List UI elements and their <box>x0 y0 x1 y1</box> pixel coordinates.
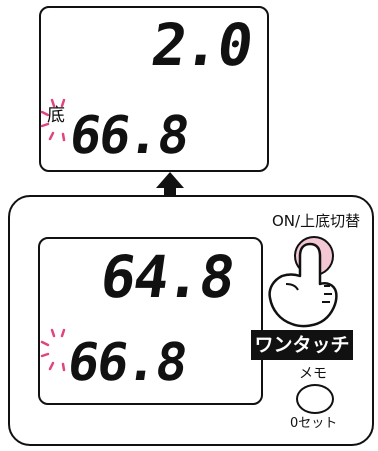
top-upper-reading: 2.0 <box>147 11 256 79</box>
top-lower-reading: 66.8 <box>65 106 192 166</box>
zero-set-label: 0セット <box>290 416 338 431</box>
top-lcd-display <box>39 6 269 172</box>
memo-zero-set-button[interactable] <box>296 384 334 414</box>
device-upper-reading: 64.8 <box>96 243 238 311</box>
memo-label: メモ <box>299 366 327 382</box>
on-button-label: ON/上底切替 <box>272 212 361 230</box>
blink-rays-device <box>40 328 66 372</box>
bottom-mode-label: 底 <box>47 105 65 126</box>
blink-rays-top <box>40 98 66 142</box>
one-touch-badge: ワンタッチ <box>251 330 353 360</box>
device-lcd-display <box>38 237 263 405</box>
pointing-hand-icon <box>268 242 338 328</box>
device-lower-reading: 66.8 <box>63 333 190 393</box>
